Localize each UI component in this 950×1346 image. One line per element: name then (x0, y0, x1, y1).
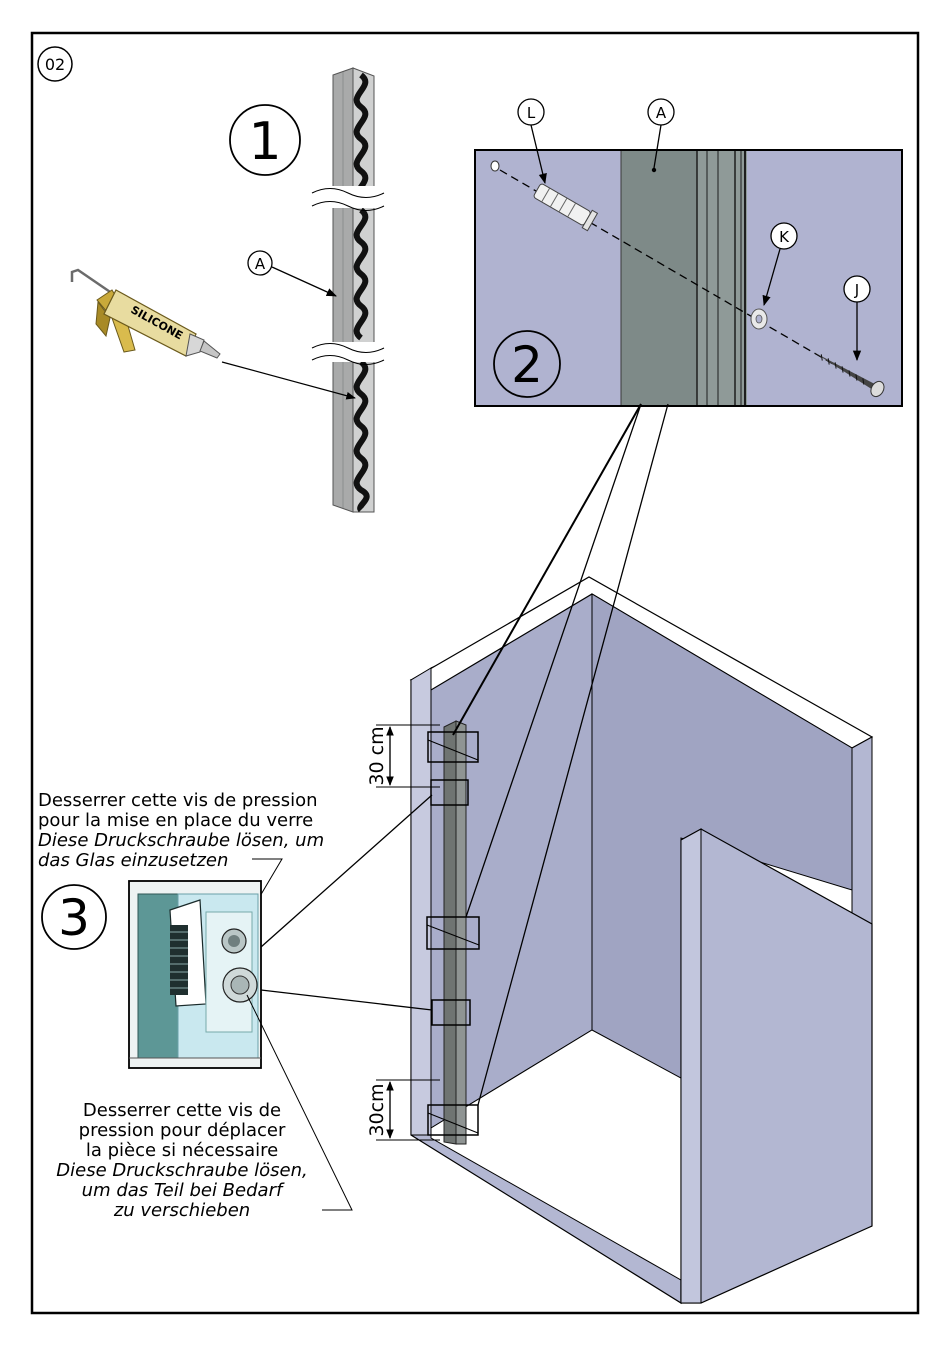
svg-text:Desserrer cette vis de: Desserrer cette vis de (83, 1100, 281, 1121)
svg-text:Desserrer cette vis de pressio: Desserrer cette vis de pression (38, 790, 318, 811)
step-2-number: 2 (511, 336, 543, 394)
step-3-detail-view (129, 881, 261, 1068)
svg-text:Diese Druckschraube lösen,: Diese Druckschraube lösen, (56, 1160, 307, 1181)
svg-text:A: A (255, 255, 266, 273)
svg-text:das Glas einzusetzen: das Glas einzusetzen (38, 850, 228, 871)
svg-text:pour la mise en place du verre: pour la mise en place du verre (38, 810, 313, 831)
caulking-gun: SILICONE (72, 270, 355, 398)
step-1-badge: 1 (230, 105, 300, 175)
break-mark-upper (312, 186, 384, 211)
dimension-bottom-label: 30cm (366, 1083, 388, 1136)
svg-text:la pièce si nécessaire: la pièce si nécessaire (86, 1140, 278, 1161)
svg-text:A: A (656, 104, 667, 122)
break-mark-lower (312, 342, 384, 365)
washer (751, 309, 767, 329)
step-1-number: 1 (248, 112, 281, 172)
step-3-number: 3 (58, 889, 90, 947)
step-2-detail-panel: 2 (475, 150, 902, 406)
leader-line-5 (261, 990, 432, 1010)
dimension-top-label: 30 cm (366, 726, 388, 785)
page-number: 02 (45, 55, 65, 74)
svg-text:J: J (854, 281, 859, 299)
step-3-badge: 3 (42, 885, 106, 949)
page-number-badge: 02 (38, 47, 72, 81)
svg-text:K: K (779, 228, 790, 246)
drill-hole (491, 161, 499, 171)
svg-text:zu verschieben: zu verschieben (113, 1200, 250, 1221)
svg-text:um das Teil bei Bedarf: um das Teil bei Bedarf (82, 1180, 285, 1201)
callout-a-step1: A (248, 251, 336, 296)
svg-text:Diese Druckschraube lösen, um: Diese Druckschraube lösen, um (38, 830, 324, 851)
svg-text:pression pour déplacer: pression pour déplacer (79, 1120, 286, 1141)
svg-text:L: L (527, 104, 536, 122)
